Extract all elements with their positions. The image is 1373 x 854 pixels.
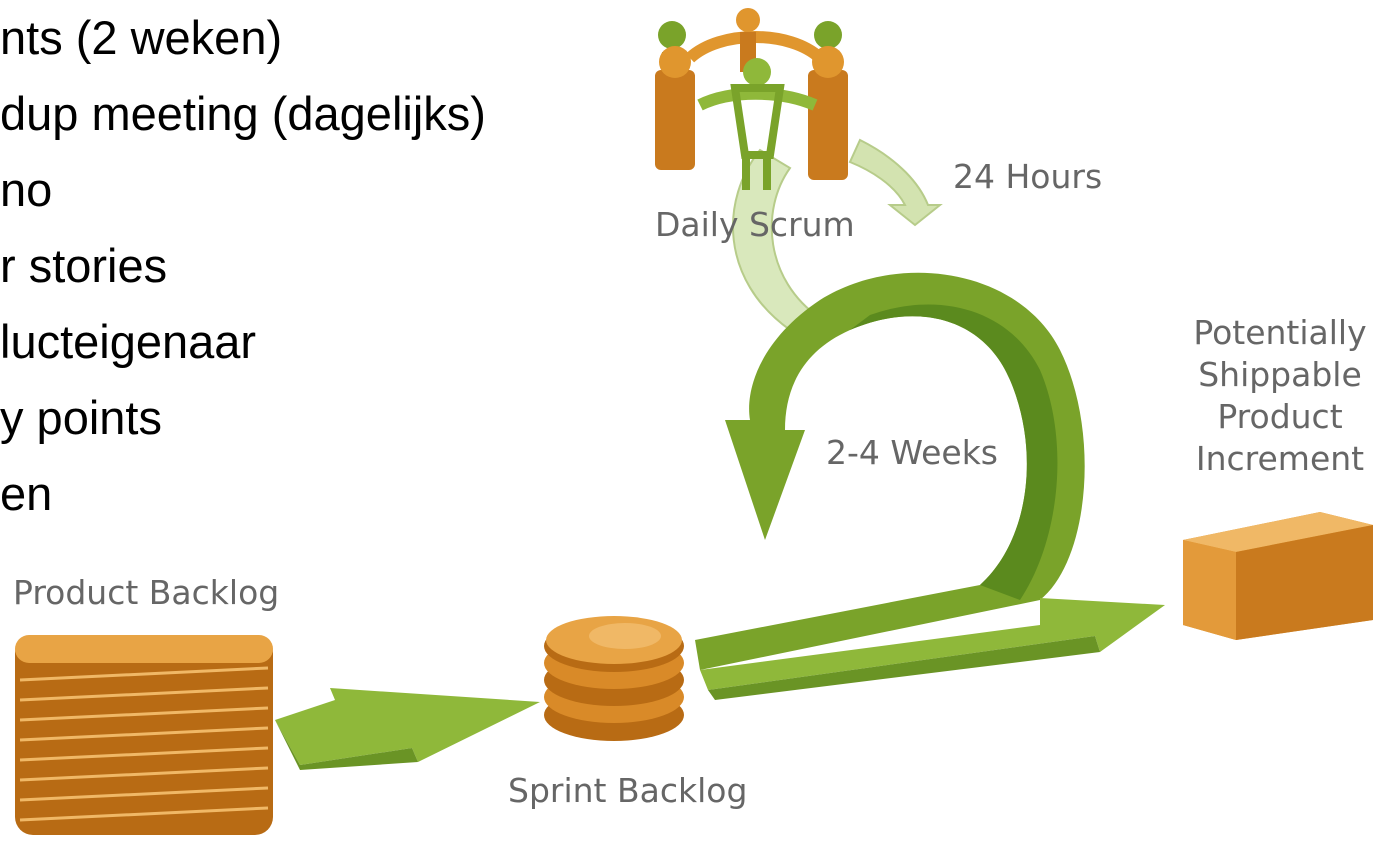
bullet-item: dup meeting (dagelijks) bbox=[0, 87, 486, 140]
bullet-item: y points bbox=[0, 391, 162, 444]
increment-box bbox=[1183, 512, 1373, 640]
increment-label-line: Product bbox=[1217, 397, 1343, 436]
daily-scrum-label: Daily Scrum bbox=[655, 205, 855, 244]
hours-label: 24 Hours bbox=[953, 157, 1103, 196]
product-backlog-label: Product Backlog bbox=[13, 573, 280, 612]
bullet-item: r stories bbox=[0, 239, 168, 292]
sprint-loop-arrow bbox=[695, 272, 1165, 700]
bullet-item: en bbox=[0, 467, 53, 520]
bullet-item: no bbox=[0, 163, 53, 216]
increment-label-line: Shippable bbox=[1198, 355, 1362, 394]
weeks-label: 2-4 Weeks bbox=[826, 433, 998, 472]
sprint-backlog-label: Sprint Backlog bbox=[508, 771, 748, 810]
daily-scrum-team bbox=[655, 8, 848, 190]
bullet-list: nts (2 weken) dup meeting (dagelijks) no… bbox=[0, 0, 600, 540]
bullet-item: nts (2 weken) bbox=[0, 11, 283, 64]
increment-label-line: Increment bbox=[1195, 439, 1365, 478]
product-backlog-stack bbox=[15, 635, 273, 835]
increment-label-line: Potentially bbox=[1193, 313, 1367, 352]
bullet-item: lucteigenaar bbox=[0, 315, 257, 368]
sprint-backlog-stack bbox=[544, 616, 684, 741]
backlog-arrow bbox=[275, 688, 540, 770]
increment-label: Potentially Shippable Product Increment bbox=[1192, 312, 1368, 480]
